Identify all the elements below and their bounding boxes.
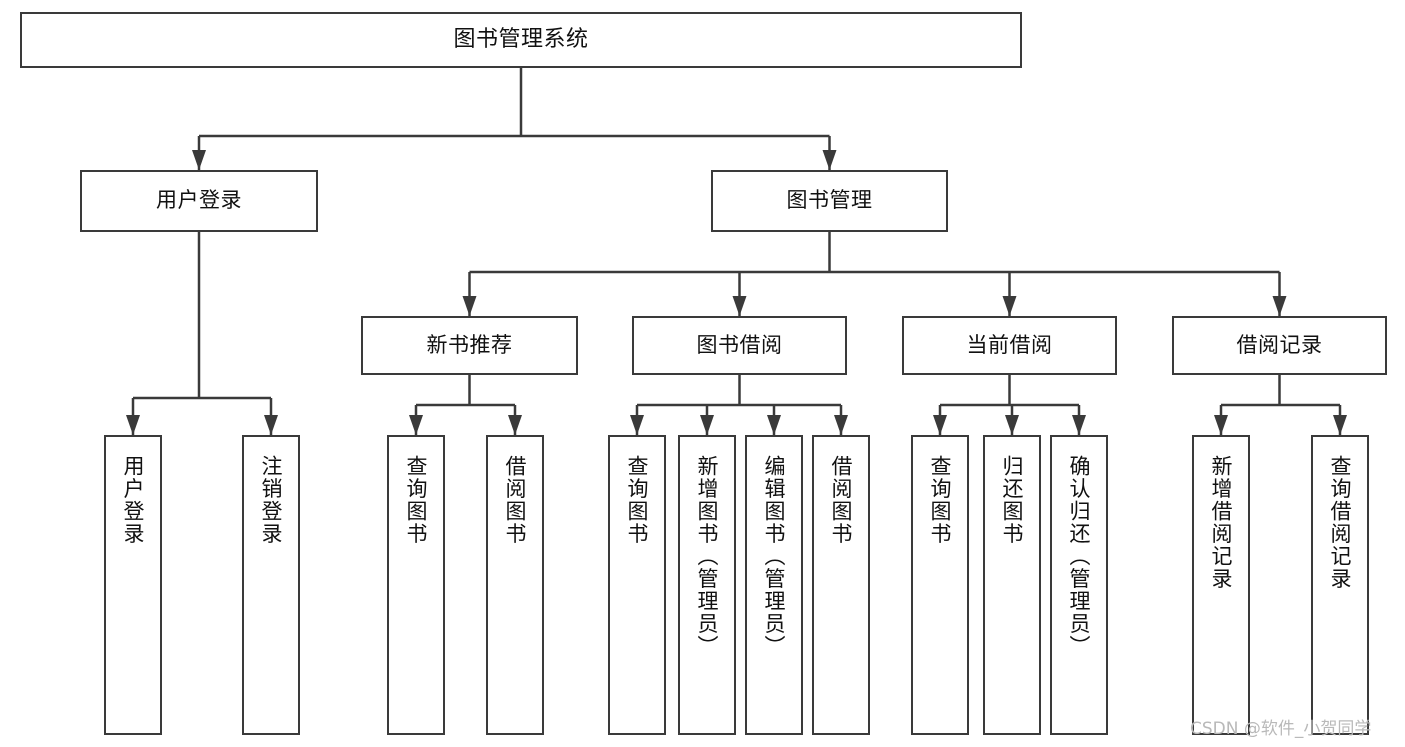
node-leaf-user-login[interactable]: 用户登录 [104, 435, 162, 735]
arrowhead-book-manage [822, 150, 837, 170]
node-label-user-login: 用户登录 [156, 188, 242, 213]
node-label-book-manage: 图书管理 [786, 188, 873, 213]
node-leaf-rec-borrow[interactable]: 借阅图书 [486, 435, 544, 735]
arrowhead-leaf-bb-query [630, 415, 644, 435]
node-label-leaf-bb-borrow: 借阅图书 [829, 455, 854, 545]
arrowhead-leaf-bb-borrow [834, 415, 848, 435]
node-leaf-br-add[interactable]: 新增借阅记录 [1192, 435, 1250, 735]
arrowhead-current-borrow [1002, 296, 1017, 316]
node-label-leaf-rec-borrow: 借阅图书 [503, 455, 528, 545]
node-leaf-cb-return[interactable]: 归还图书 [983, 435, 1041, 735]
node-leaf-bb-add[interactable]: 新增图书（管理员） [678, 435, 736, 735]
node-leaf-bb-query[interactable]: 查询图书 [608, 435, 666, 735]
arrowhead-leaf-bb-edit [767, 415, 781, 435]
arrowhead-user-login [192, 150, 206, 170]
node-label-leaf-user-login: 用户登录 [121, 455, 146, 545]
watermark: CSDN @软件_小贺同学 [1190, 719, 1372, 739]
arrowhead-new-book-rec [462, 296, 477, 316]
node-label-leaf-br-query: 查询借阅记录 [1328, 455, 1353, 590]
node-label-leaf-bb-add: 新增图书（管理员） [695, 455, 720, 658]
node-current-borrow[interactable]: 当前借阅 [902, 316, 1117, 375]
arrowhead-borrow-record [1272, 296, 1287, 316]
node-user-login[interactable]: 用户登录 [80, 170, 318, 232]
node-label-borrow-record: 借阅记录 [1236, 332, 1323, 357]
node-label-leaf-bb-query: 查询图书 [625, 455, 650, 545]
node-leaf-bb-edit[interactable]: 编辑图书（管理员） [745, 435, 803, 735]
arrowhead-leaf-br-query [1333, 415, 1347, 435]
node-label-new-book-rec: 新书推荐 [426, 332, 513, 357]
node-leaf-cb-query[interactable]: 查询图书 [911, 435, 969, 735]
arrowhead-book-borrow [732, 296, 747, 316]
node-book-manage[interactable]: 图书管理 [711, 170, 948, 232]
node-label-leaf-user-logout: 注销登录 [259, 455, 284, 545]
arrowhead-leaf-cb-query [933, 415, 947, 435]
node-book-borrow[interactable]: 图书借阅 [632, 316, 847, 375]
arrowhead-leaf-user-login [126, 415, 140, 435]
node-label-leaf-br-add: 新增借阅记录 [1209, 455, 1234, 590]
node-new-book-rec[interactable]: 新书推荐 [361, 316, 578, 375]
arrowhead-leaf-cb-return [1005, 415, 1019, 435]
node-borrow-record[interactable]: 借阅记录 [1172, 316, 1387, 375]
arrowhead-leaf-cb-confirm [1072, 415, 1086, 435]
arrowhead-leaf-br-add [1214, 415, 1228, 435]
node-leaf-rec-query[interactable]: 查询图书 [387, 435, 445, 735]
node-label-root: 图书管理系统 [453, 26, 589, 52]
node-label-leaf-cb-query: 查询图书 [928, 455, 953, 545]
arrowhead-leaf-rec-query [409, 415, 423, 435]
node-leaf-cb-confirm[interactable]: 确认归还（管理员） [1050, 435, 1108, 735]
node-leaf-br-query[interactable]: 查询借阅记录 [1311, 435, 1369, 735]
arrowhead-leaf-rec-borrow [508, 415, 522, 435]
node-label-leaf-cb-confirm: 确认归还（管理员） [1067, 455, 1092, 658]
node-label-leaf-cb-return: 归还图书 [1000, 455, 1025, 545]
arrowhead-leaf-bb-add [700, 415, 714, 435]
node-label-current-borrow: 当前借阅 [966, 332, 1053, 357]
node-root[interactable]: 图书管理系统 [20, 12, 1022, 68]
node-label-book-borrow: 图书借阅 [696, 332, 783, 357]
node-leaf-user-logout[interactable]: 注销登录 [242, 435, 300, 735]
node-leaf-bb-borrow[interactable]: 借阅图书 [812, 435, 870, 735]
node-label-leaf-bb-edit: 编辑图书（管理员） [762, 455, 787, 658]
arrowhead-leaf-user-logout [264, 415, 278, 435]
node-label-leaf-rec-query: 查询图书 [404, 455, 429, 545]
